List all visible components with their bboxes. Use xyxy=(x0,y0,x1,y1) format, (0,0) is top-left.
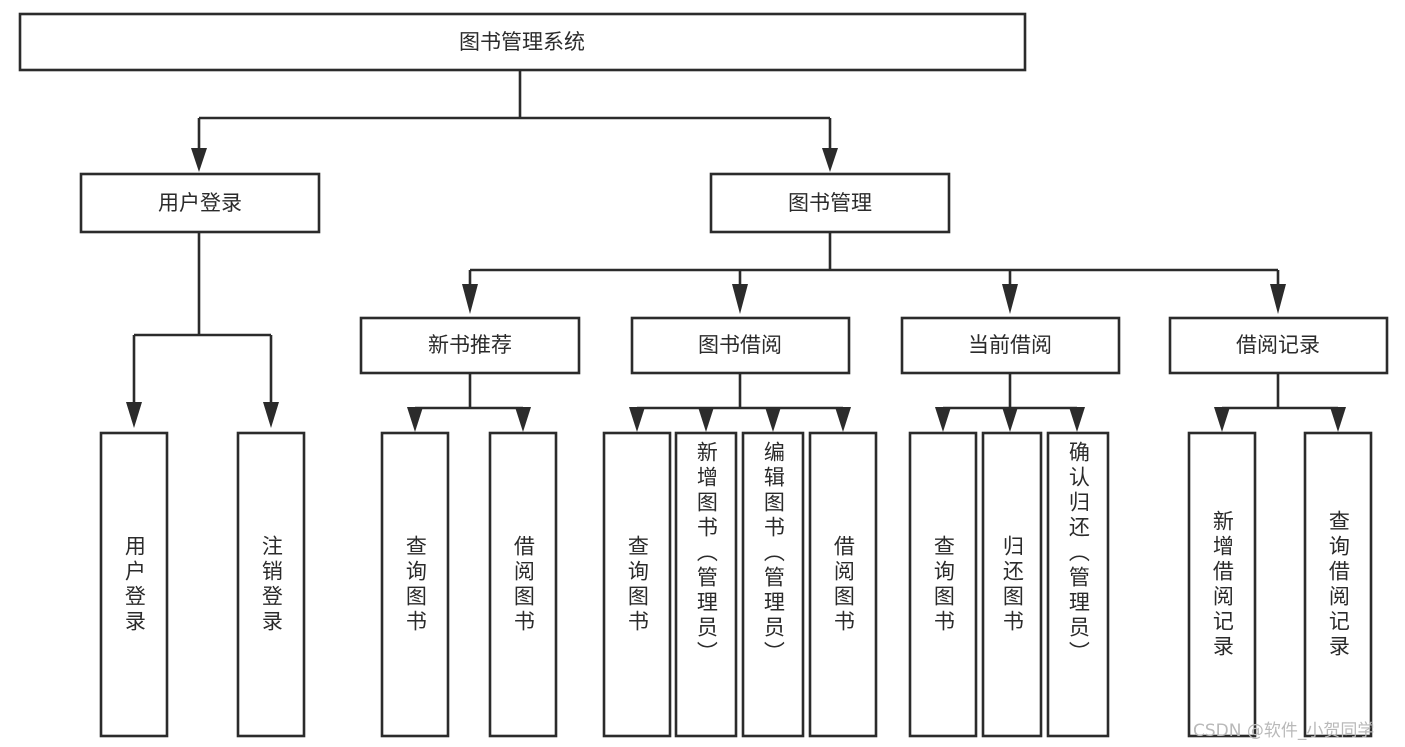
node-borrow-record-label: 借阅记录 xyxy=(1236,333,1320,357)
node-layer: 图书管理系统 用户登录 图书管理 新书推荐 图书借阅 xyxy=(18,12,1389,738)
arrowhead-to-leaf-query-book-3 xyxy=(935,407,951,432)
node-user-login-box[interactable] xyxy=(79,172,321,234)
node-leaf-add-book-box[interactable] xyxy=(674,431,738,738)
arrowhead-to-current-borrow xyxy=(1002,284,1018,314)
node-book-manage-box[interactable] xyxy=(709,172,951,234)
node-leaf-return-book-box[interactable] xyxy=(981,431,1043,738)
arrowhead-to-leaf-logout xyxy=(263,402,279,428)
node-leaf-add-record-box[interactable] xyxy=(1187,431,1257,738)
node-current-borrow-box[interactable] xyxy=(900,316,1121,375)
node-new-book-rec-label: 新书推荐 xyxy=(428,333,512,357)
arrowhead-to-leaf-user-login xyxy=(126,402,142,428)
arrowhead-to-leaf-query-record xyxy=(1330,407,1346,432)
node-book-manage-label: 图书管理 xyxy=(788,191,872,215)
node-leaf-confirm-return-box[interactable] xyxy=(1046,431,1110,738)
node-borrow-record[interactable]: 借阅记录 xyxy=(1168,316,1389,375)
node-new-book-rec-box[interactable] xyxy=(359,316,581,375)
node-user-login-label: 用户登录 xyxy=(158,191,242,215)
node-current-borrow-label: 当前借阅 xyxy=(968,333,1052,357)
arrowhead-to-leaf-borrow-book-1 xyxy=(515,407,531,432)
arrowhead-to-leaf-add-record xyxy=(1214,407,1230,432)
node-leaf-query-record-box[interactable] xyxy=(1303,431,1373,738)
arrowhead-to-book-manage xyxy=(822,148,838,172)
node-borrow-record-box[interactable] xyxy=(1168,316,1389,375)
arrowhead-to-leaf-borrow-book-2 xyxy=(835,407,851,432)
node-leaf-logout-box[interactable] xyxy=(236,431,306,738)
arrowhead-to-leaf-query-book-2 xyxy=(629,407,645,432)
node-book-borrow-box[interactable] xyxy=(630,316,851,375)
arrowhead-to-user-login xyxy=(191,148,207,172)
node-new-book-rec[interactable]: 新书推荐 xyxy=(359,316,581,375)
node-leaf-query-book-3-box[interactable] xyxy=(908,431,978,738)
arrowhead-to-book-borrow xyxy=(732,284,748,314)
arrowhead-to-leaf-confirm-return xyxy=(1069,407,1085,432)
node-current-borrow[interactable]: 当前借阅 xyxy=(900,316,1121,375)
arrowhead-to-borrow-record xyxy=(1270,284,1286,314)
arrowhead-to-leaf-return-book xyxy=(1002,407,1018,432)
node-root-label: 图书管理系统 xyxy=(459,30,585,54)
node-leaf-query-book-2-box[interactable] xyxy=(602,431,672,738)
node-user-login[interactable]: 用户登录 xyxy=(79,172,321,234)
node-book-borrow-label: 图书借阅 xyxy=(698,333,782,357)
node-leaf-borrow-book-1-box[interactable] xyxy=(488,431,558,738)
arrowhead-to-leaf-add-book xyxy=(698,407,714,432)
node-leaf-user-login-box[interactable] xyxy=(99,431,169,738)
node-leaf-borrow-book-2-box[interactable] xyxy=(808,431,878,738)
node-leaf-edit-book-box[interactable] xyxy=(741,431,805,738)
node-book-manage[interactable]: 图书管理 xyxy=(709,172,951,234)
node-book-borrow[interactable]: 图书借阅 xyxy=(630,316,851,375)
arrowhead-to-leaf-edit-book xyxy=(765,407,781,432)
node-leaf-query-book-1-box[interactable] xyxy=(380,431,450,738)
arrowhead-to-leaf-query-book-1 xyxy=(407,407,423,432)
arrowhead-to-new-book-rec xyxy=(462,284,478,314)
node-root-box[interactable] xyxy=(18,12,1027,72)
connector-layer xyxy=(126,70,1346,432)
node-root[interactable]: 图书管理系统 xyxy=(18,12,1027,72)
